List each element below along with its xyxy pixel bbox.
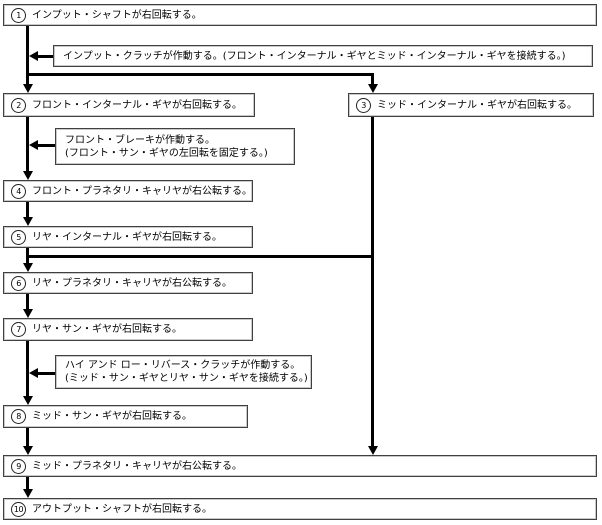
node-9-label: ミッド・プラネタリ・キャリヤが右公転する。 xyxy=(32,460,242,472)
note-front-brake-line-1: フロント・ブレーキが作動する。 xyxy=(65,134,215,146)
node-1-label: インプット・シャフトが右回転する。 xyxy=(32,9,202,21)
arrowhead-into-8 xyxy=(23,396,33,405)
connector-1-to-3-horizontal xyxy=(26,73,374,76)
node-6-label: リヤ・プラネタリ・キャリヤが右公転する。 xyxy=(32,277,232,289)
connector-2-to-4 xyxy=(26,117,29,171)
node-5-rear-internal-gear: 5 リヤ・インターナル・ギヤが右回転する。 xyxy=(3,226,253,248)
connector-input-clutch xyxy=(38,55,53,58)
node-3-mid-internal-gear: 3 ミッド・インターナル・ギヤが右回転する。 xyxy=(348,93,594,117)
arrowhead-high-low-clutch xyxy=(29,368,38,378)
arrowhead-into-10 xyxy=(23,489,33,498)
node-3-number: 3 xyxy=(356,97,371,113)
node-1-input-shaft: 1 インプット・シャフトが右回転する。 xyxy=(3,4,597,26)
arrowhead-into-4 xyxy=(23,171,33,180)
connector-3-to-9 xyxy=(371,117,374,446)
note-high-low-reverse-clutch: ハイ アンド ロー・リバース・クラッチが作動する。 (ミッド・サン・ギヤとリヤ・… xyxy=(55,355,312,389)
connector-front-brake xyxy=(38,144,55,147)
node-5-label: リヤ・インターナル・ギヤが右回転する。 xyxy=(32,231,222,243)
note-input-clutch: インプット・クラッチが作動する。(フロント・インターナル・ギヤとミッド・インター… xyxy=(53,45,593,67)
node-3-label: ミッド・インターナル・ギヤが右回転する。 xyxy=(377,99,577,111)
connector-8-to-9 xyxy=(26,428,29,446)
arrowhead-front-brake xyxy=(29,140,38,150)
node-7-rear-sun-gear: 7 リヤ・サン・ギヤが右回転する。 xyxy=(3,318,253,341)
connector-4-to-5 xyxy=(26,202,29,217)
node-9-mid-planetary-carrier: 9 ミッド・プラネタリ・キャリヤが右公転する。 xyxy=(3,455,597,477)
note-high-low-reverse-clutch-line-1: ハイ アンド ロー・リバース・クラッチが作動する。 xyxy=(65,360,301,371)
node-2-number: 2 xyxy=(11,97,26,113)
node-4-number: 4 xyxy=(11,183,26,199)
note-front-brake-line-2: (フロント・サン・ギヤの左回転を固定する。) xyxy=(65,147,268,159)
node-6-rear-planetary-carrier: 6 リヤ・プラネタリ・キャリヤが右公転する。 xyxy=(3,272,253,294)
connector-9-to-10 xyxy=(26,477,29,489)
connector-1-to-2 xyxy=(26,26,29,84)
connector-5-junction-horizontal xyxy=(26,255,374,258)
arrowhead-into-7 xyxy=(23,309,33,318)
node-10-output-shaft: 10 アウトプット・シャフトが右回転する。 xyxy=(3,498,597,520)
node-10-number: 10 xyxy=(11,501,26,517)
node-7-label: リヤ・サン・ギヤが右回転する。 xyxy=(32,324,182,335)
arrowhead-into-6 xyxy=(23,263,33,272)
note-front-brake: フロント・ブレーキが作動する。 (フロント・サン・ギヤの左回転を固定する。) xyxy=(55,128,295,165)
node-2-label: フロント・インターナル・ギヤが右回転する。 xyxy=(32,99,242,111)
arrowhead-into-5 xyxy=(23,217,33,226)
connector-6-to-7 xyxy=(26,294,29,309)
connector-1-to-3-vertical xyxy=(371,73,374,84)
node-10-label: アウトプット・シャフトが右回転する。 xyxy=(32,503,212,515)
arrowhead-into-3 xyxy=(368,84,378,93)
connector-7-to-8 xyxy=(26,341,29,396)
node-8-number: 8 xyxy=(11,409,26,424)
connector-high-low-clutch xyxy=(38,372,55,375)
arrowhead-into-9-right xyxy=(368,446,378,455)
node-8-label: ミッド・サン・ギヤが右回転する。 xyxy=(32,411,192,422)
node-1-number: 1 xyxy=(11,7,26,23)
arrowhead-into-2 xyxy=(23,84,33,93)
node-4-label: フロント・プラネタリ・キャリヤが右公転する。 xyxy=(32,185,252,197)
node-8-mid-sun-gear: 8 ミッド・サン・ギヤが右回転する。 xyxy=(3,405,248,428)
arrowhead-input-clutch xyxy=(29,51,38,61)
node-4-front-planetary-carrier: 4 フロント・プラネタリ・キャリヤが右公転する。 xyxy=(3,180,253,202)
note-input-clutch-line-1: インプット・クラッチが作動する。(フロント・インターナル・ギヤとミッド・インター… xyxy=(63,50,566,62)
node-9-number: 9 xyxy=(11,458,26,474)
node-7-number: 7 xyxy=(11,322,26,337)
arrowhead-into-9-left xyxy=(23,446,33,455)
node-2-front-internal-gear: 2 フロント・インターナル・ギヤが右回転する。 xyxy=(3,93,255,117)
node-6-number: 6 xyxy=(11,275,26,291)
note-high-low-reverse-clutch-line-2: (ミッド・サン・ギヤとリヤ・サン・ギヤを接続する。) xyxy=(65,373,308,384)
node-5-number: 5 xyxy=(11,229,26,245)
